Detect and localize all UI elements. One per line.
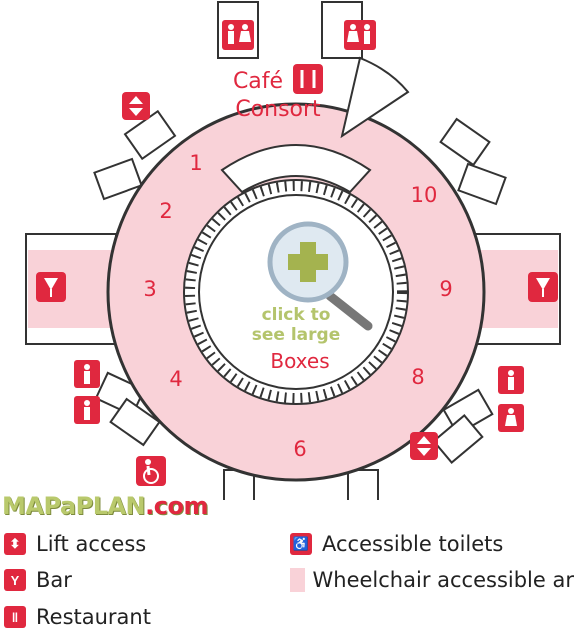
- legend-bar: Y Bar: [4, 568, 72, 592]
- toilet-icon: [344, 20, 376, 50]
- legend-wheelchair: Wheelchair accessible ar: [290, 568, 574, 592]
- section-2[interactable]: 2: [159, 199, 172, 223]
- bar-icon: [528, 272, 558, 302]
- section-1[interactable]: 1: [189, 151, 202, 175]
- legend-restaurant-label: Restaurant: [36, 605, 151, 629]
- wheelchair-area-swatch: [290, 568, 305, 592]
- legend-lift-label: Lift access: [36, 532, 147, 556]
- cafe-title-line2: Consort: [235, 97, 321, 122]
- lift-icon: [410, 432, 438, 460]
- bar-icon: Y: [4, 569, 26, 591]
- legend-accessible-toilets: ♿ Accessible toilets: [290, 532, 503, 556]
- restaurant-icon: ‖: [4, 606, 26, 628]
- section-9[interactable]: 9: [439, 277, 452, 301]
- section-10[interactable]: 10: [411, 183, 438, 207]
- brand-name: MAPaPLAN: [2, 492, 146, 520]
- bar-icon: [36, 272, 66, 302]
- service-area: [340, 56, 410, 139]
- toilet-icon: [498, 404, 524, 432]
- toilet-icon: [74, 360, 100, 388]
- zoom-hint-line2[interactable]: see large: [252, 325, 340, 345]
- boxes-ring-teeth: [185, 181, 407, 403]
- zoom-hint-line1[interactable]: click to: [262, 305, 331, 325]
- legend-accessible-toilets-label: Accessible toilets: [322, 532, 504, 556]
- section-6[interactable]: 6: [293, 437, 306, 461]
- mapaplan-logo[interactable]: MAPaPLAN.com: [2, 492, 208, 520]
- toilet-icon: [498, 366, 524, 394]
- cafe-title-line1: Café: [233, 69, 283, 94]
- accessible-toilet-icon: ♿: [290, 533, 312, 555]
- boxes-label: Boxes: [270, 349, 329, 373]
- legend-bar-label: Bar: [36, 568, 72, 592]
- legend-lift: ⬍ Lift access: [4, 532, 146, 556]
- lift-icon: [122, 92, 150, 120]
- accessible-toilet-icon: [136, 456, 166, 486]
- section-4[interactable]: 4: [169, 367, 182, 391]
- brand-suffix: .com: [145, 492, 208, 520]
- lift-icon: ⬍: [4, 533, 26, 555]
- magnifier-icon[interactable]: [267, 221, 373, 331]
- legend-wheelchair-label: Wheelchair accessible ar: [312, 568, 574, 592]
- section-8[interactable]: 8: [411, 365, 424, 389]
- section-3[interactable]: 3: [143, 277, 156, 301]
- stair-blocks: [93, 109, 507, 500]
- toilet-icon: [222, 20, 254, 50]
- restaurant-icon: [293, 64, 323, 94]
- legend-restaurant: ‖ Restaurant: [4, 605, 151, 629]
- seating-map: click to see large Boxes Café Consort 1 …: [25, 1, 561, 500]
- toilet-icon: [74, 396, 100, 424]
- foyer-gap: [220, 144, 372, 194]
